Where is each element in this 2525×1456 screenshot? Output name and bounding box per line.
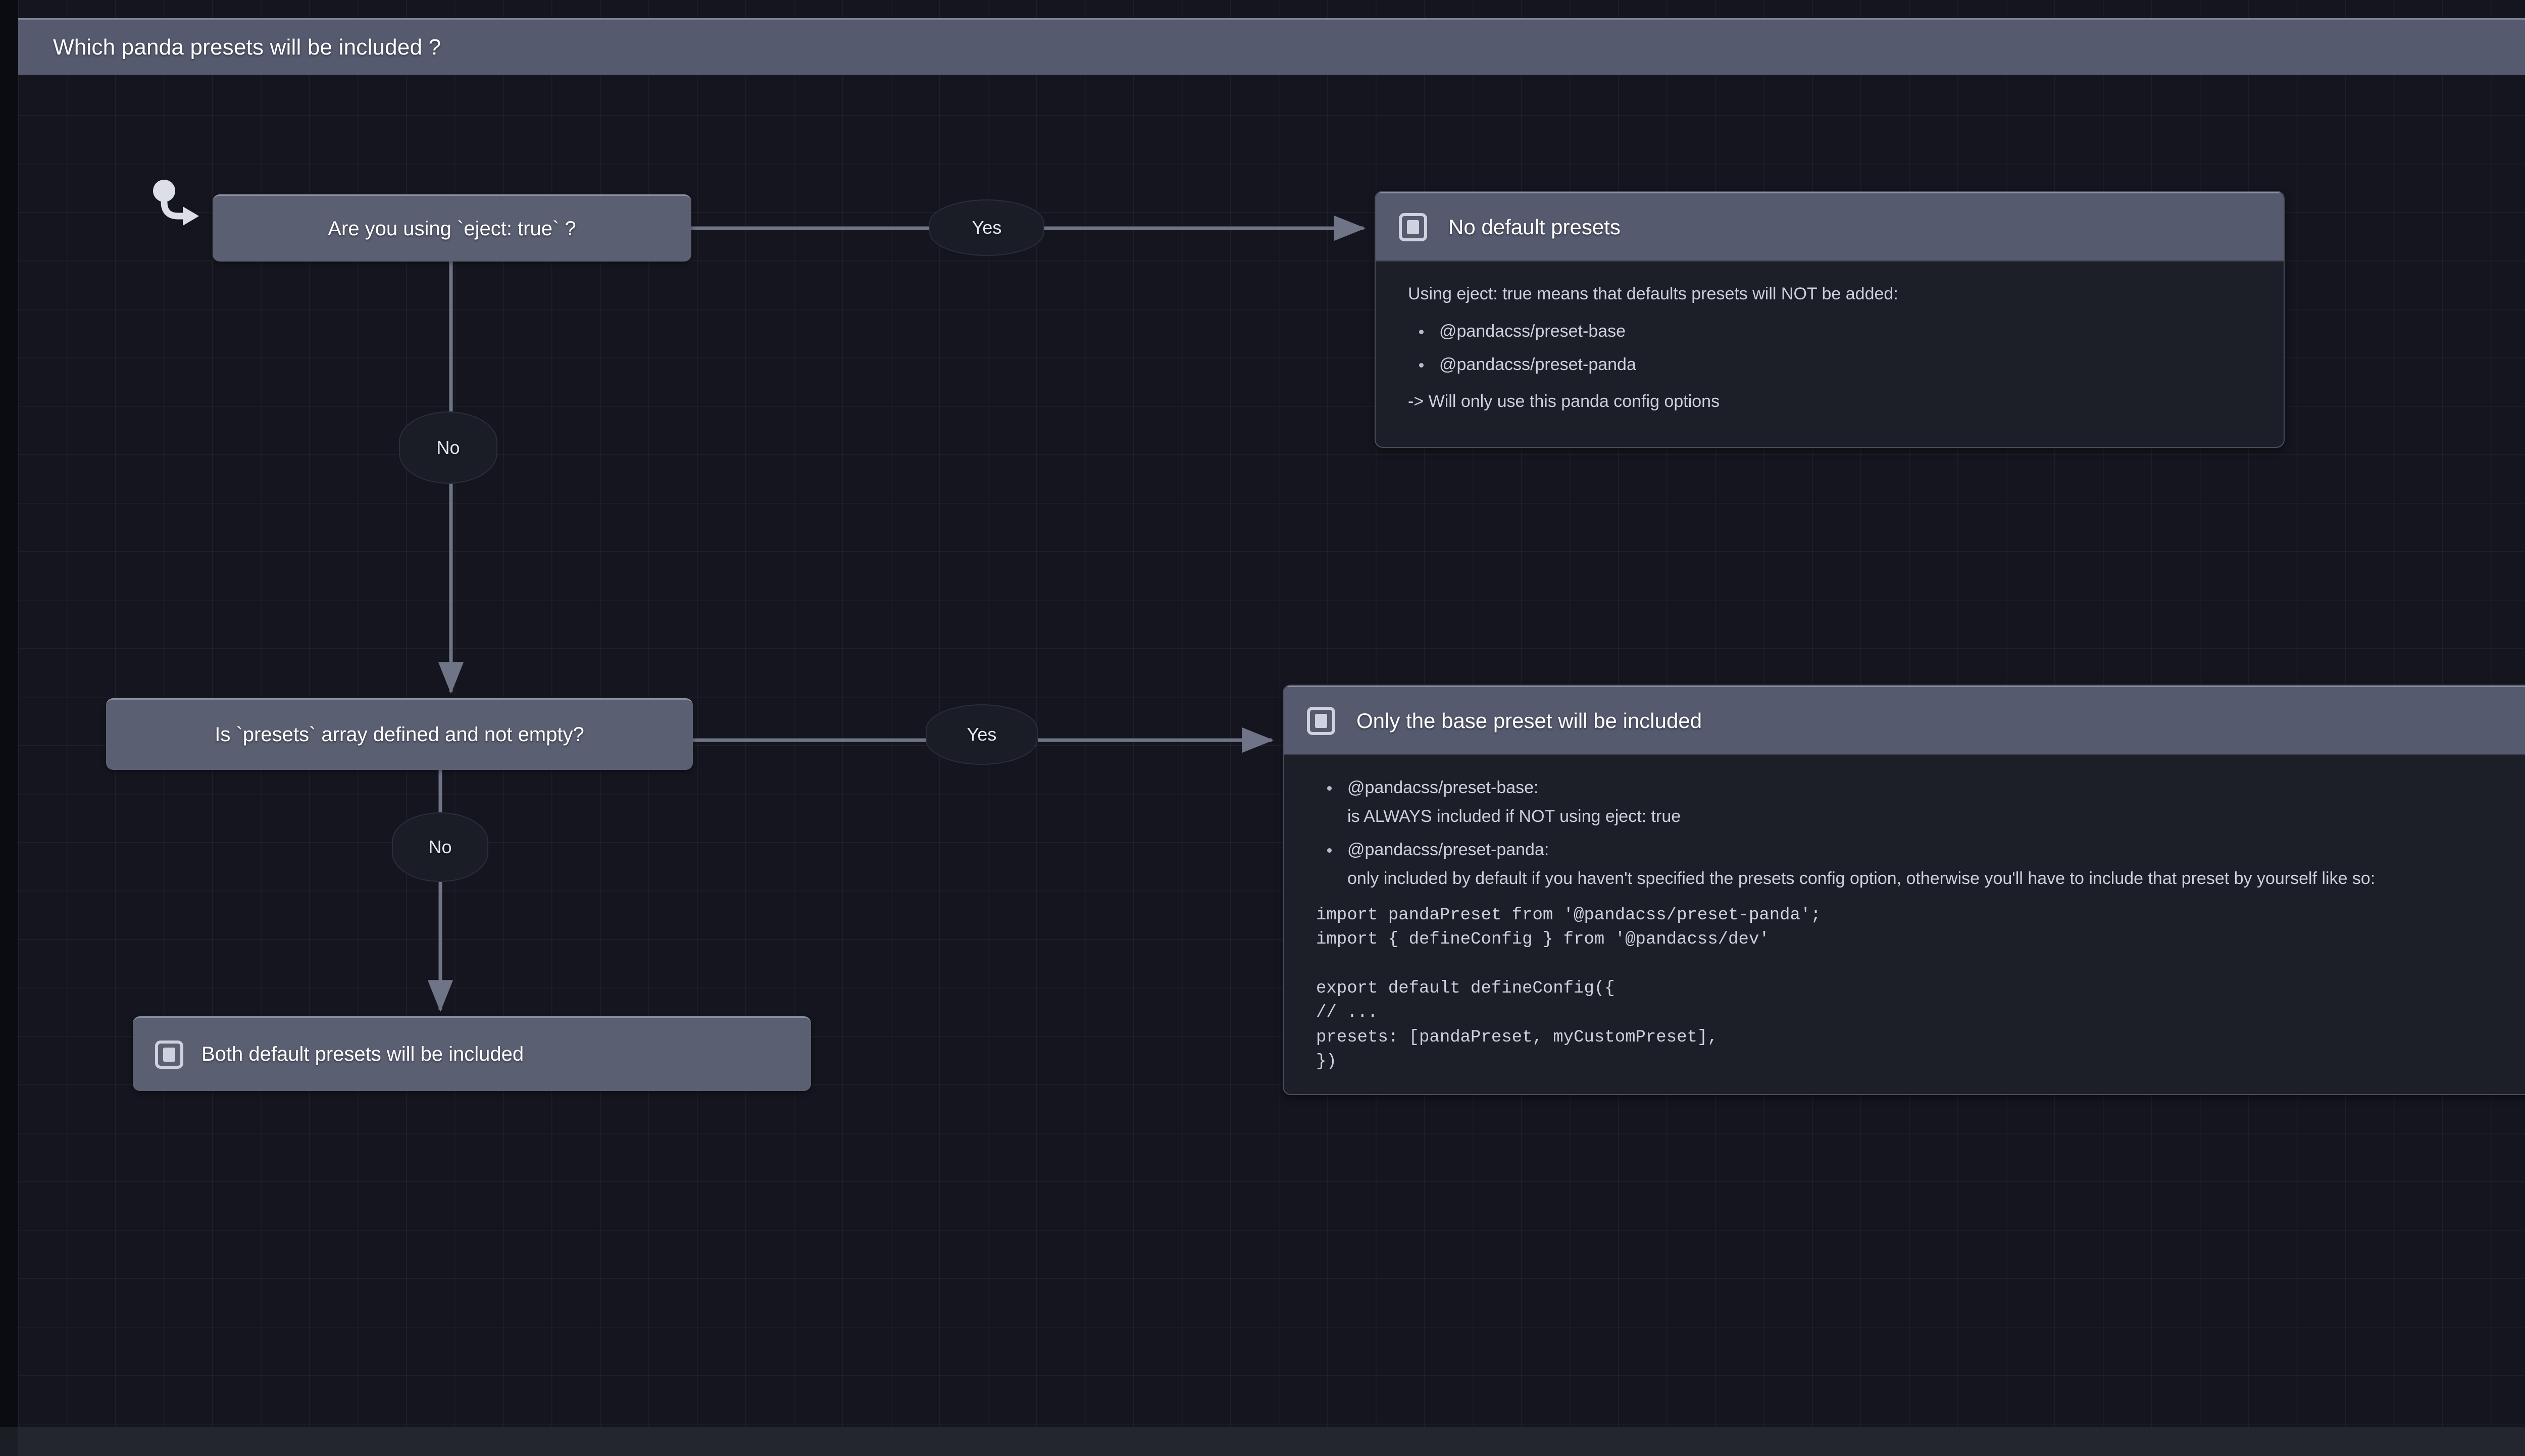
list-item-desc: only included by default if you haven't … [1347, 868, 2376, 888]
edge-label-yes-eject-text: Yes [972, 217, 1002, 238]
list-item: @pandacss/preset-panda [1408, 352, 2257, 377]
edge-label-no-presets[interactable]: No [392, 812, 488, 882]
card-intro-text: Using eject: true means that defaults pr… [1408, 284, 1898, 303]
edge-label-yes-presets-text: Yes [967, 724, 997, 745]
diagram-header: Which panda presets will be included ? [18, 18, 2525, 75]
edge-label-yes-eject[interactable]: Yes [929, 199, 1044, 256]
page-title: Which panda presets will be included ? [53, 35, 441, 60]
result-node-both-presets[interactable]: Both default presets will be included [133, 1016, 811, 1091]
card-no-default-presets-body: Using eject: true means that defaults pr… [1376, 262, 2284, 447]
preset-list: @pandacss/preset-base @pandacss/preset-p… [1408, 319, 2257, 377]
canvas-bottom-band [18, 1427, 2525, 1456]
card-only-base-preset-header: Only the base preset will be included [1284, 686, 2525, 755]
card-outro-text: -> Will only use this panda config optio… [1408, 391, 1720, 411]
decision-node-eject-label: Are you using `eject: true` ? [328, 217, 576, 240]
canvas-bottom-corner [0, 1427, 18, 1456]
start-arrowhead-icon [183, 206, 199, 226]
card-only-base-preset-body: @pandacss/preset-base: is ALWAYS include… [1284, 755, 2525, 1094]
card-no-default-presets[interactable]: No default presets Using eject: true mea… [1375, 191, 2285, 448]
card-square-icon [155, 1040, 183, 1069]
code-block: import pandaPreset from '@pandacss/prese… [1316, 906, 1821, 1071]
canvas-left-gutter [0, 0, 18, 1456]
edge-label-no-presets-text: No [428, 837, 452, 857]
card-only-base-preset[interactable]: Only the base preset will be included @p… [1283, 685, 2525, 1096]
card-only-base-preset-title: Only the base preset will be included [1356, 708, 1702, 733]
list-item-desc: is ALWAYS included if NOT using eject: t… [1347, 807, 1681, 826]
list-item: @pandacss/preset-panda: only included by… [1316, 838, 2525, 892]
edge-label-yes-presets[interactable]: Yes [926, 704, 1038, 765]
decision-node-presets[interactable]: Is `presets` array defined and not empty… [106, 698, 693, 770]
list-item-term: @pandacss/preset-panda: [1347, 840, 1549, 859]
edge-label-no-eject[interactable]: No [399, 411, 497, 484]
list-item-term: @pandacss/preset-base: [1347, 778, 1539, 797]
list-item: @pandacss/preset-base [1408, 319, 2257, 344]
card-no-default-presets-title: No default presets [1448, 215, 1621, 239]
start-curve-icon [161, 198, 193, 220]
preset-detail-list: @pandacss/preset-base: is ALWAYS include… [1316, 775, 2525, 891]
card-square-icon [1307, 706, 1335, 735]
list-item: @pandacss/preset-base: is ALWAYS include… [1316, 775, 2525, 829]
decision-node-eject[interactable]: Are you using `eject: true` ? [213, 194, 691, 262]
start-circle-icon [153, 180, 175, 202]
card-square-icon [1399, 213, 1427, 241]
decision-node-presets-label: Is `presets` array defined and not empty… [215, 723, 584, 746]
result-node-both-presets-label: Both default presets will be included [201, 1043, 524, 1065]
card-no-default-presets-header: No default presets [1376, 192, 2284, 262]
edge-label-no-eject-text: No [436, 437, 460, 458]
